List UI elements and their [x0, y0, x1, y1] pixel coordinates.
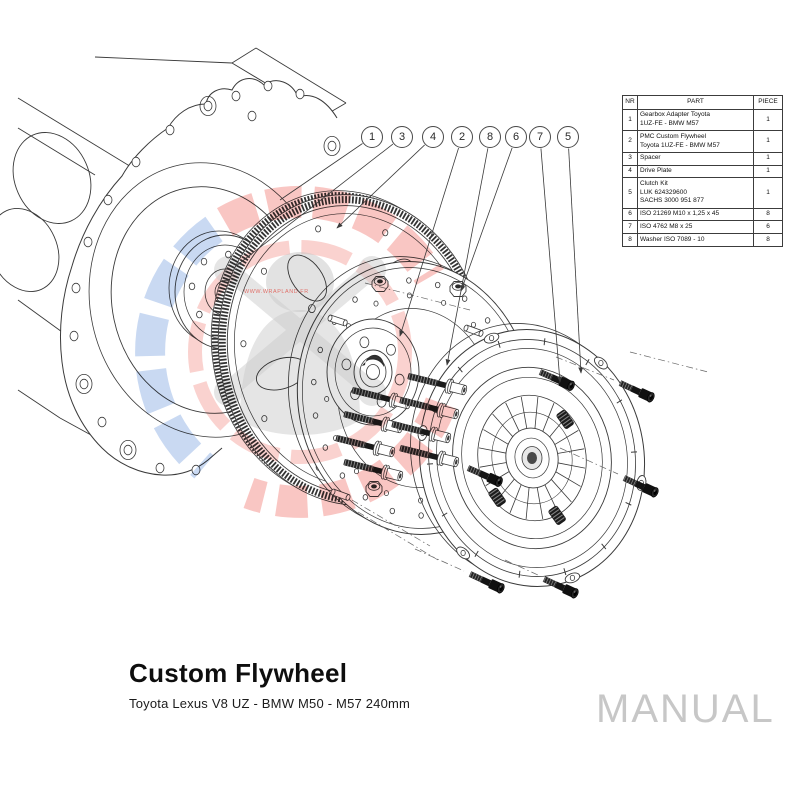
parts-table-header: NR PART PIECE	[622, 95, 783, 110]
part-name: Gearbox Adapter Toyota 1UZ-FE - BMW M57	[637, 108, 754, 132]
callout-balloon-8: 8	[479, 126, 501, 148]
watermark-logo: WWW.WRAPLAND.FR	[135, 185, 457, 518]
manual-watermark: MANUAL	[596, 687, 775, 731]
part-qty: 1	[753, 164, 783, 179]
watermark-url-text: WWW.WRAPLAND.FR	[244, 289, 309, 295]
alignment-lines	[351, 351, 709, 576]
callout-number: 5	[564, 131, 572, 143]
part-qty: 8	[753, 207, 783, 222]
callout-balloon-5: 5	[557, 126, 579, 148]
callout-number: 8	[486, 131, 494, 143]
part-name: ISO 4762 M8 x 25	[637, 220, 754, 235]
callout-number: 6	[512, 131, 520, 143]
part-name: Washer ISO 7089 - 10	[637, 233, 754, 247]
part-name: ISO 21269 M10 x 1,25 x 45	[637, 207, 754, 222]
callout-number: 7	[536, 131, 544, 143]
part-qty: 1	[753, 177, 783, 209]
part-nr: 7	[622, 220, 638, 235]
clutch-kit	[410, 323, 647, 588]
part-nr: 3	[622, 151, 638, 166]
part-name: Drive Plate	[637, 164, 754, 179]
page-title: Custom Flywheel	[129, 658, 348, 688]
part-nr: 2	[622, 130, 638, 153]
part-nr: 5	[622, 177, 638, 209]
callout-balloon-2: 2	[451, 126, 473, 148]
part-name: PMC Custom Flywheel Toyota 1UZ-FE - BMW …	[637, 130, 754, 153]
callout-number: 4	[429, 131, 437, 143]
part-name: Clutch Kit LUK 624329600 SACHS 3000 951 …	[637, 177, 754, 209]
page-subtitle: Toyota Lexus V8 UZ - BMW M50 - M57 240mm	[129, 696, 411, 711]
part-qty: 1	[753, 130, 783, 153]
header-nr: NR	[622, 95, 638, 110]
header-piece: PIECE	[753, 95, 783, 110]
part-nr: 8	[622, 233, 638, 247]
part-name: Spacer	[637, 151, 754, 166]
callout-balloon-4: 4	[422, 126, 444, 148]
callout-balloon-3: 3	[391, 126, 413, 148]
callout-balloon-1: 1	[361, 126, 383, 148]
part-qty: 1	[753, 108, 783, 132]
part-qty: 8	[753, 233, 783, 247]
callout-number: 3	[398, 131, 406, 143]
callout-number: 1	[368, 131, 376, 143]
header-part: PART	[637, 95, 754, 110]
part-nr: 1	[622, 108, 638, 132]
part-nr: 6	[622, 207, 638, 222]
part-nr: 4	[622, 164, 638, 179]
callout-balloon-6: 6	[505, 126, 527, 148]
callout-leader-lines	[235, 143, 584, 383]
callout-balloon-7: 7	[529, 126, 551, 148]
part-qty: 6	[753, 220, 783, 235]
part-qty: 1	[753, 151, 783, 166]
callout-number: 2	[458, 131, 466, 143]
title-block: Custom Flywheel Toyota Lexus V8 UZ - BMW…	[129, 658, 410, 711]
